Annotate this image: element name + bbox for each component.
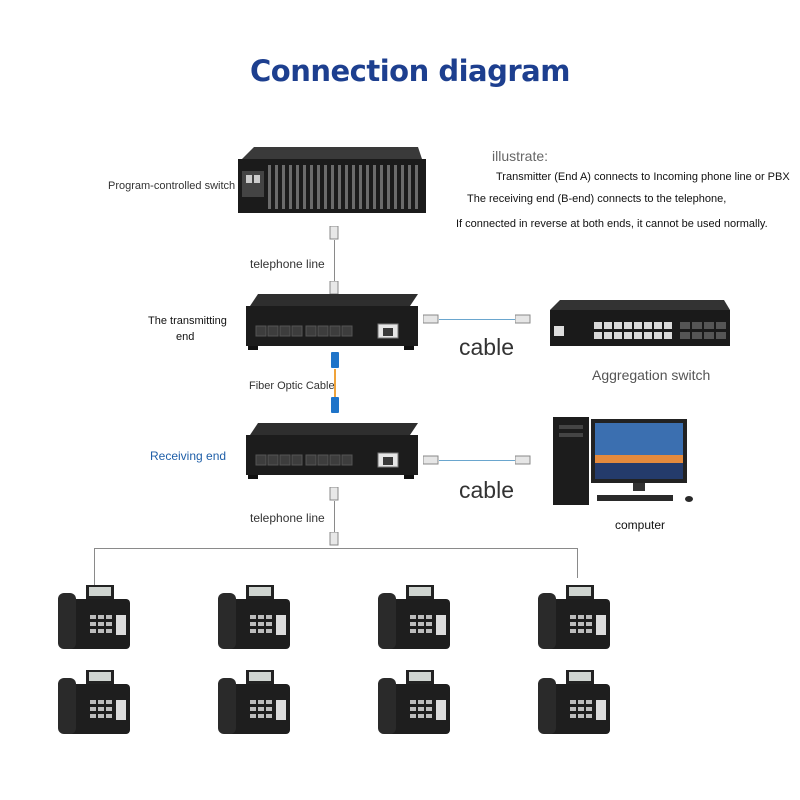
diagram-title: Connection diagram bbox=[250, 54, 570, 88]
drop-line-1 bbox=[94, 548, 95, 588]
rj-connector-bottom-1 bbox=[329, 281, 339, 295]
transmitting-end-label-2: end bbox=[176, 331, 195, 343]
telephone bbox=[538, 585, 614, 653]
telephone-line-label-2: telephone line bbox=[250, 511, 325, 525]
distribution-line bbox=[94, 548, 578, 549]
telephone-line-cable-1 bbox=[334, 240, 335, 282]
telephone bbox=[378, 670, 454, 738]
fiber-connector-top bbox=[329, 352, 341, 370]
telephone bbox=[218, 585, 294, 653]
telephone bbox=[538, 670, 614, 738]
rj-connector-top-1 bbox=[329, 226, 339, 240]
telephone bbox=[58, 670, 134, 738]
telephone-line-label-1: telephone line bbox=[250, 257, 325, 271]
rj45-connector-right-1 bbox=[515, 314, 531, 324]
receiver-device bbox=[244, 423, 424, 479]
cable-label-2: cable bbox=[459, 477, 514, 503]
telephone bbox=[378, 585, 454, 653]
network-cable-2 bbox=[439, 460, 515, 461]
program-controlled-switch-device bbox=[236, 145, 428, 215]
drop-line-4 bbox=[577, 548, 578, 578]
notes-line-3: If connected in reverse at both ends, it… bbox=[456, 218, 768, 230]
rj45-connector-right-2 bbox=[515, 455, 531, 465]
notes-line-2: The receiving end (B-end) connects to th… bbox=[467, 193, 727, 205]
telephone-line-cable-2 bbox=[334, 501, 335, 533]
computer-device bbox=[553, 415, 703, 510]
notes-line-1: Transmitter (End A) connects to Incoming… bbox=[496, 171, 790, 183]
rj-connector-top-2 bbox=[329, 487, 339, 501]
aggregation-switch-label: Aggregation switch bbox=[592, 367, 711, 383]
transmitting-end-label-1: The transmitting bbox=[148, 315, 227, 327]
aggregation-switch-device bbox=[548, 300, 732, 350]
program-switch-label: Program-controlled switch bbox=[108, 180, 236, 192]
receiving-end-label: Receiving end bbox=[150, 449, 227, 463]
rj45-connector-left-2 bbox=[423, 455, 439, 465]
rj-connector-bottom-2 bbox=[329, 532, 339, 546]
notes-heading: illustrate: bbox=[492, 148, 549, 164]
telephone bbox=[58, 585, 134, 653]
fiber-optic-line bbox=[334, 369, 336, 397]
fiber-optic-cable-label: Fiber Optic Cable bbox=[249, 380, 335, 392]
transmitter-device bbox=[244, 294, 424, 350]
network-cable-1 bbox=[439, 319, 515, 320]
computer-label: computer bbox=[615, 518, 666, 532]
cable-label-1: cable bbox=[459, 334, 514, 360]
fiber-connector-bottom bbox=[329, 397, 341, 415]
telephone bbox=[218, 670, 294, 738]
rj45-connector-left-1 bbox=[423, 314, 439, 324]
